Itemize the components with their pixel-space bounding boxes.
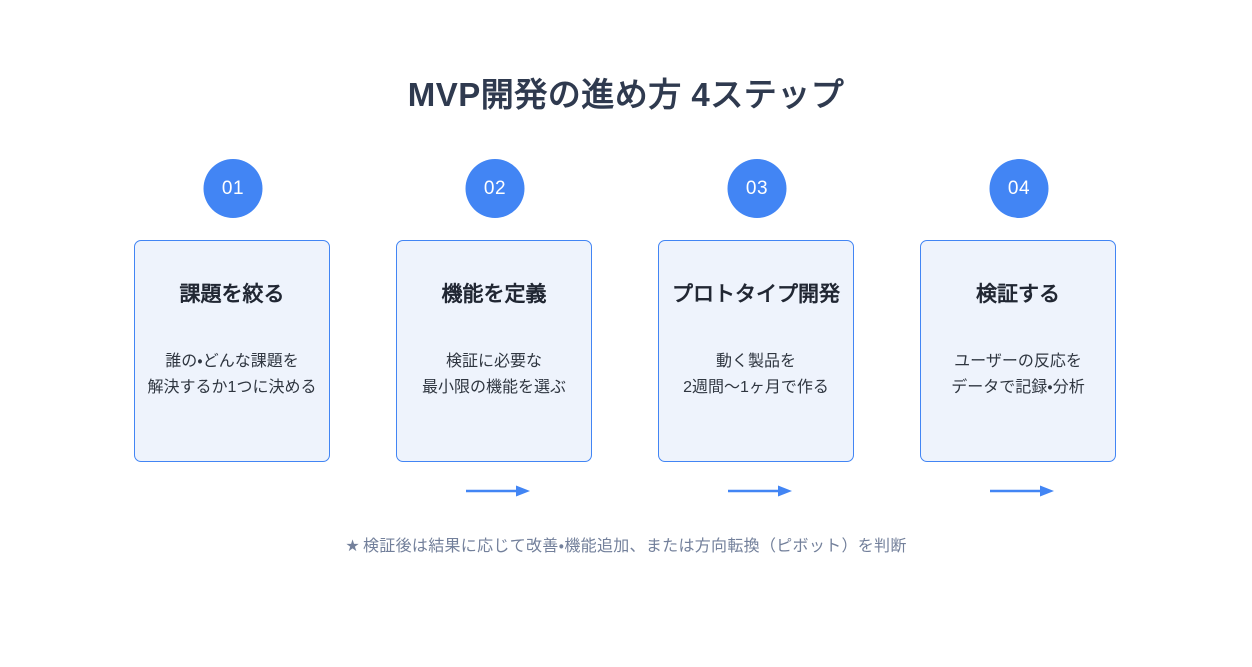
step-badge-04: 04 <box>989 159 1049 218</box>
step-card-desc-line-1: 検証に必要な <box>445 353 543 370</box>
arrow-step3-to-step4-icon <box>990 485 1054 497</box>
step-card-01[interactable]: 課題を絞る 誰の・どんな課題を 解決するか1つに決める <box>134 240 330 462</box>
step-badge-02: 02 <box>465 159 525 218</box>
step-card-desc-01: 誰の・どんな課題を 解決するか1つに決める <box>148 349 317 401</box>
step-item-02: 02 機能を定義 検証に必要な 最小限の機能を選ぶ <box>396 159 594 464</box>
step-card-title-01: 課題を絞る <box>179 283 285 306</box>
step-card-desc-line-2: 解決するか1つに決める <box>147 379 317 396</box>
step-card-desc-04: ユーザーの反応を データで記録・分析 <box>951 349 1084 401</box>
page-title: MVP開発の進め方 4ステップ <box>407 76 845 113</box>
step-card-title-04: 検証する <box>976 283 1060 306</box>
step-card-desc-line-1: 誰の・どんな課題を <box>165 353 299 370</box>
star-icon: ★ <box>345 538 360 555</box>
step-item-04: 04 検証する ユーザーの反応を データで記録・分析 <box>920 159 1118 464</box>
footer-note-text: 検証後は結果に応じて改善・機能追加、または方向転換（ピボット）を判断 <box>363 538 907 555</box>
step-card-desc-03: 動く製品を 2週間〜1ヶ月で作る <box>683 349 829 401</box>
step-card-desc-line-2: データで記録・分析 <box>951 379 1085 396</box>
step-card-title-02: 機能を定義 <box>441 283 547 306</box>
step-item-01: 01 課題を絞る 誰の・どんな課題を 解決するか1つに決める <box>134 159 332 464</box>
arrow-step1-to-step2-icon <box>466 485 530 497</box>
step-card-04[interactable]: 検証する ユーザーの反応を データで記録・分析 <box>920 240 1116 462</box>
step-card-desc-02: 検証に必要な 最小限の機能を選ぶ <box>422 349 566 401</box>
step-card-desc-line-1: ユーザーの反応を <box>954 353 1082 370</box>
steps-row: 01 課題を絞る 誰の・どんな課題を 解決するか1つに決める 02 機能を定義 … <box>134 159 1118 497</box>
footer-note: ★検証後は結果に応じて改善・機能追加、または方向転換（ピボット）を判断 <box>0 532 1252 556</box>
step-badge-01: 01 <box>203 159 263 218</box>
step-card-title-03: プロトタイプ開発 <box>672 283 840 306</box>
step-card-03[interactable]: プロトタイプ開発 動く製品を 2週間〜1ヶ月で作る <box>658 240 854 462</box>
step-badge-03: 03 <box>727 159 787 218</box>
step-card-desc-line-1: 動く製品を <box>715 353 796 370</box>
arrow-step2-to-step3-icon <box>728 485 792 497</box>
step-item-03: 03 プロトタイプ開発 動く製品を 2週間〜1ヶ月で作る <box>658 159 856 464</box>
step-card-desc-line-2: 2週間〜1ヶ月で作る <box>683 379 829 396</box>
step-card-02[interactable]: 機能を定義 検証に必要な 最小限の機能を選ぶ <box>396 240 592 462</box>
step-card-desc-line-2: 最小限の機能を選ぶ <box>421 379 567 396</box>
